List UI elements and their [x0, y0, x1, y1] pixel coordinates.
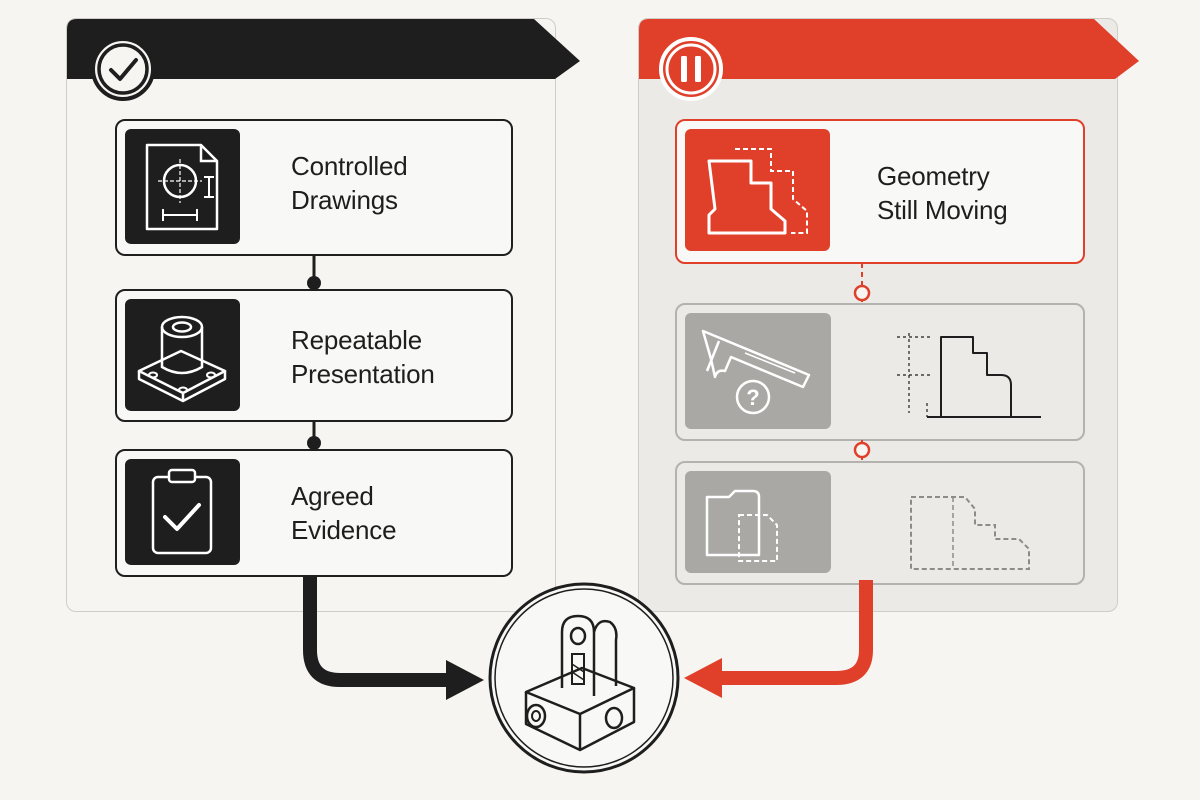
drawing-document-icon	[125, 129, 240, 244]
pause-circle-icon	[659, 37, 723, 101]
stepped-profile-drawing	[897, 333, 1041, 418]
confirmed-header-band	[67, 19, 580, 79]
folder-document-icon	[685, 471, 831, 573]
svg-text:?: ?	[746, 385, 759, 410]
caliper-question-icon: ?	[685, 313, 831, 429]
part-assembly-icon	[488, 582, 680, 774]
check-circle-icon	[91, 37, 155, 101]
pending-header-band	[639, 19, 1139, 79]
card-pending-records	[675, 461, 1085, 585]
shifting-profile-icon	[685, 129, 830, 251]
fixture-block-icon	[125, 299, 240, 411]
clipboard-check-icon	[125, 459, 240, 565]
part-assembly-node	[486, 580, 682, 776]
dashed-profile-drawing	[910, 496, 1030, 570]
card-unverified-measurement: ?	[675, 303, 1085, 441]
